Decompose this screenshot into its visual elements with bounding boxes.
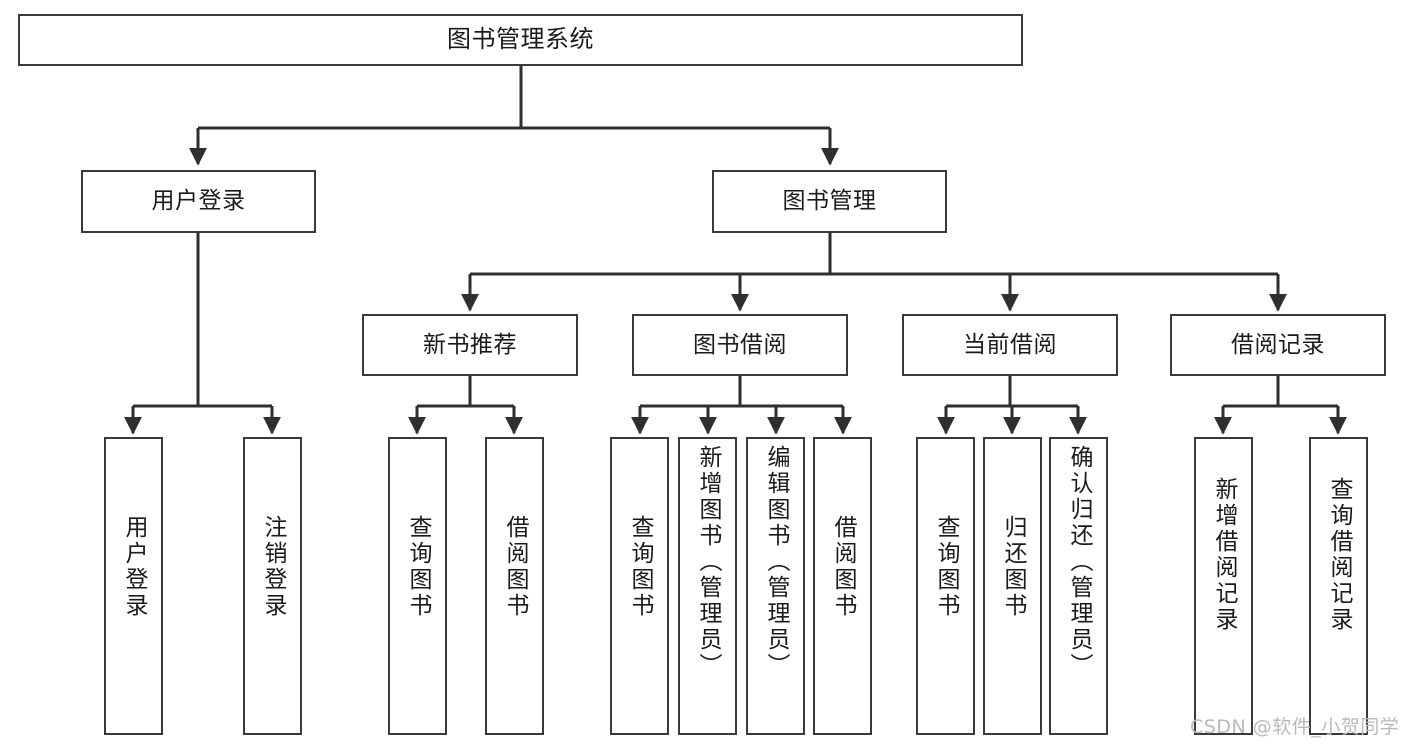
node-label: 图书管理 bbox=[782, 188, 877, 215]
leaf-add-borrow-record[interactable]: 新增借阅记录 bbox=[1194, 437, 1253, 735]
leaf-return-book[interactable]: 归还图书 bbox=[983, 437, 1042, 735]
leaf-logout-login[interactable]: 注销登录 bbox=[243, 437, 302, 735]
node-label: 注销登录 bbox=[260, 515, 286, 619]
node-label: 图书借阅 bbox=[693, 331, 787, 358]
leaf-query-book-current[interactable]: 查询图书 bbox=[916, 437, 975, 735]
leaf-edit-book-admin[interactable]: 编辑图书（管理员） bbox=[746, 437, 805, 735]
node-label: 当前借阅 bbox=[963, 331, 1057, 358]
node-label: 借阅记录 bbox=[1231, 331, 1325, 358]
leaf-add-book-admin[interactable]: 新增图书（管理员） bbox=[678, 437, 737, 735]
node-book-management[interactable]: 图书管理 bbox=[712, 170, 947, 233]
node-label: 用户登录 bbox=[121, 515, 147, 619]
node-borrow-record[interactable]: 借阅记录 bbox=[1170, 314, 1386, 376]
node-new-book-recommend[interactable]: 新书推荐 bbox=[362, 314, 578, 376]
node-root-book-management-system[interactable]: 图书管理系统 bbox=[18, 14, 1023, 66]
node-label: 新书推荐 bbox=[423, 331, 517, 358]
node-label: 编辑图书（管理员） bbox=[763, 445, 789, 679]
node-label: 查询图书 bbox=[933, 515, 959, 619]
node-current-borrow[interactable]: 当前借阅 bbox=[902, 314, 1118, 376]
node-label: 查询图书 bbox=[627, 515, 653, 619]
node-book-borrow[interactable]: 图书借阅 bbox=[632, 314, 848, 376]
node-label: 新增借阅记录 bbox=[1211, 477, 1237, 633]
node-label: 用户登录 bbox=[151, 188, 246, 215]
node-label: 查询图书 bbox=[405, 515, 431, 619]
leaf-user-login[interactable]: 用户登录 bbox=[104, 437, 163, 735]
leaf-borrow-book-recommend[interactable]: 借阅图书 bbox=[485, 437, 544, 735]
leaf-query-borrow-record[interactable]: 查询借阅记录 bbox=[1309, 437, 1368, 735]
node-label: 归还图书 bbox=[1000, 515, 1026, 619]
csdn-watermark: CSDN @软件_小贺同学 bbox=[1190, 716, 1400, 738]
node-label: 确认归还（管理员） bbox=[1066, 445, 1092, 679]
node-label: 查询借阅记录 bbox=[1326, 477, 1352, 633]
node-label: 借阅图书 bbox=[502, 515, 528, 619]
leaf-borrow-book[interactable]: 借阅图书 bbox=[813, 437, 872, 735]
node-label: 新增图书（管理员） bbox=[695, 445, 721, 679]
leaf-confirm-return-admin[interactable]: 确认归还（管理员） bbox=[1049, 437, 1108, 735]
node-label: 图书管理系统 bbox=[447, 25, 594, 54]
node-label: 借阅图书 bbox=[830, 515, 856, 619]
leaf-query-book-recommend[interactable]: 查询图书 bbox=[388, 437, 447, 735]
leaf-query-book-borrow[interactable]: 查询图书 bbox=[610, 437, 669, 735]
node-user-login[interactable]: 用户登录 bbox=[81, 170, 316, 233]
